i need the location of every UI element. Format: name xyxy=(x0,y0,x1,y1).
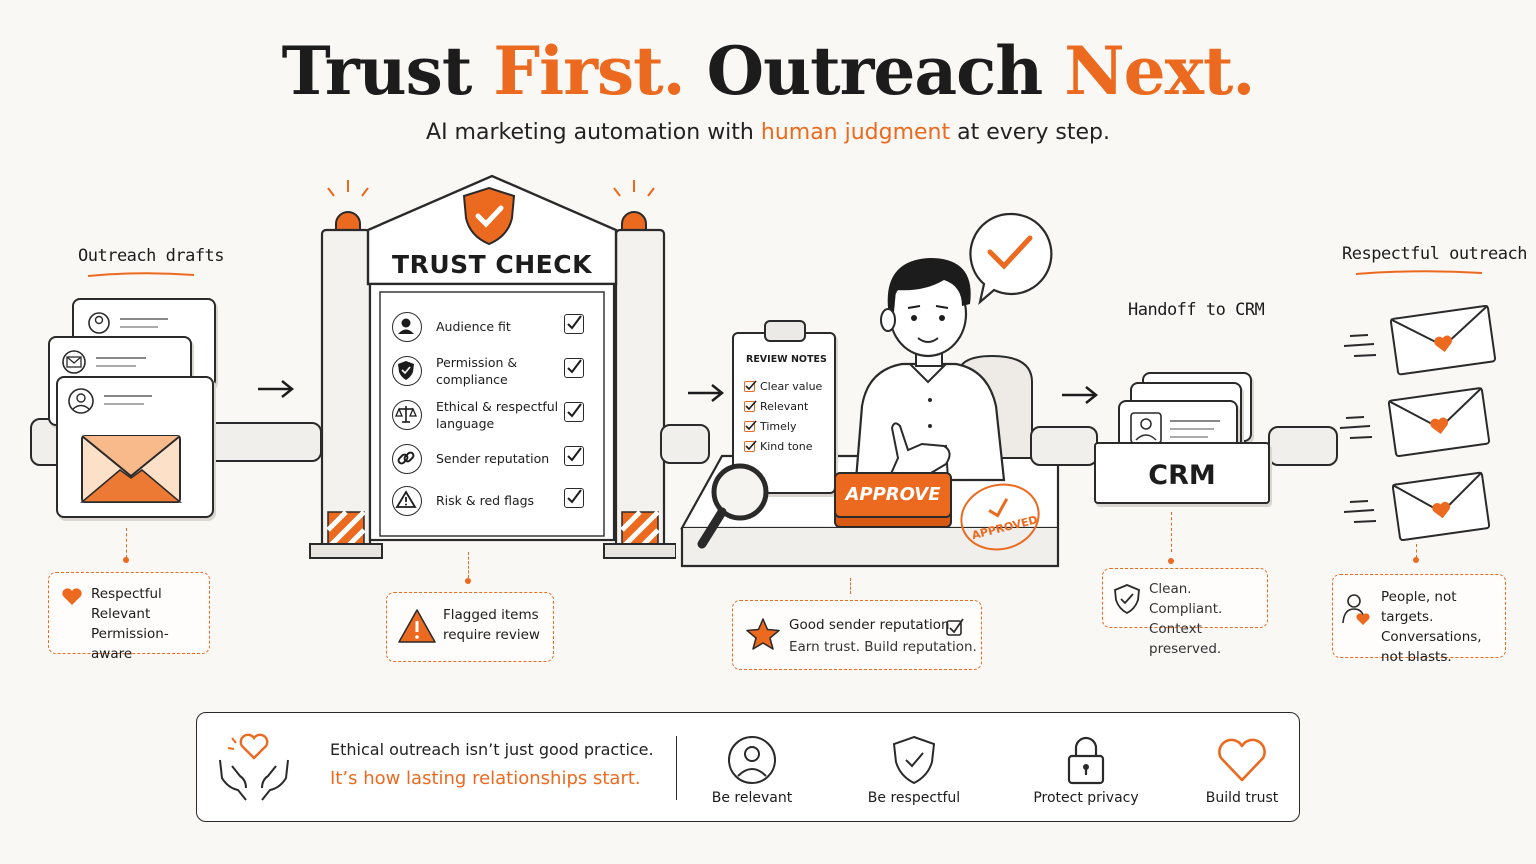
person-heart-icon xyxy=(1342,594,1370,625)
warning-icon xyxy=(398,609,436,643)
review-notes-title: REVIEW NOTES xyxy=(746,354,827,365)
drafts-note-line-1: Respectful xyxy=(91,586,162,602)
subtitle-post: at every step. xyxy=(957,120,1110,145)
outreach-label: Respectful outreach xyxy=(1342,244,1527,264)
check-bubble-icon xyxy=(969,212,1053,305)
reputation-note-title: Good sender reputation xyxy=(789,617,950,633)
drafts-label: Outreach drafts xyxy=(78,246,225,266)
outreach-note-line-2: Conversations, xyxy=(1381,629,1482,645)
shield-check-icon xyxy=(892,735,936,785)
title-word-first: First. xyxy=(493,32,685,110)
check-icon xyxy=(988,498,1009,518)
magnifier-icon xyxy=(697,463,769,549)
clipboard-clip xyxy=(764,320,806,342)
footer-line-2: It’s how lasting relationships start. xyxy=(330,768,641,789)
reviewer-person xyxy=(854,258,1006,482)
shield-check-icon xyxy=(462,186,516,246)
user-icon xyxy=(392,312,422,342)
footer-divider xyxy=(676,736,677,800)
reputation-note-sub: Earn trust. Build reputation. xyxy=(789,639,977,655)
crm-note-line-1: Clean. Compliant. xyxy=(1149,581,1223,617)
check-row-permission: Permission & compliance xyxy=(380,352,596,392)
person-icon xyxy=(728,736,776,784)
pipe-segment-1 xyxy=(200,422,322,462)
review-note-item: Clear value xyxy=(744,380,822,393)
footer-line-1: Ethical outreach isn’t just good practic… xyxy=(330,740,654,759)
page-title: Trust First. Outreach Next. xyxy=(0,32,1536,110)
outreach-note-line-3: not blasts. xyxy=(1381,649,1452,665)
drafts-note: Respectful Relevant Permission-aware xyxy=(48,572,210,662)
check-row-risk: Risk & red flags xyxy=(380,482,596,522)
warning-light-left xyxy=(327,180,369,231)
heart-icon xyxy=(62,588,82,605)
outreach-note: People, not targets. Conversations, not … xyxy=(1332,574,1506,665)
hands-heart-icon xyxy=(219,733,289,801)
outreach-underline xyxy=(1355,270,1483,275)
title-word-next: Next. xyxy=(1064,32,1255,110)
check-row-ethical: Ethical & respectful language xyxy=(380,396,596,436)
link-icon xyxy=(392,444,422,474)
subtitle-highlight: human judgment xyxy=(760,120,951,145)
page-subtitle: AI marketing automation with human judgm… xyxy=(0,120,1536,145)
subtitle-pre: AI marketing automation with xyxy=(426,120,754,145)
shield-check-icon xyxy=(1114,584,1140,615)
title-word-trust: Trust xyxy=(281,32,473,110)
draft-card-front xyxy=(56,376,214,518)
pipe-segment-2 xyxy=(660,424,710,464)
checkbox-icon xyxy=(564,488,584,508)
shield-icon xyxy=(392,356,422,386)
trust-check-title: TRUST CHECK xyxy=(392,250,592,279)
star-icon xyxy=(746,618,780,650)
envelope-heart-icon xyxy=(1343,304,1497,376)
drafts-note-line-2: Relevant xyxy=(91,606,151,622)
crm-box: CRM xyxy=(1094,442,1270,504)
review-note-item: Relevant xyxy=(744,400,808,413)
pipe-segment-4 xyxy=(1268,426,1338,466)
envelope-icon xyxy=(80,435,183,503)
checkbox-icon xyxy=(564,358,584,378)
check-row-reputation: Sender reputation xyxy=(380,440,596,480)
drafts-underline xyxy=(87,272,195,277)
lock-icon xyxy=(1067,736,1105,785)
footer-banner xyxy=(196,712,1300,822)
crm-label: Handoff to CRM xyxy=(1128,300,1265,320)
check-row-audience: Audience fit xyxy=(380,308,596,348)
title-word-outreach: Outreach xyxy=(706,32,1044,110)
warning-icon xyxy=(392,486,422,516)
review-note-item: Timely xyxy=(744,420,797,433)
crm-note-line-2: Context preserved. xyxy=(1149,621,1222,657)
crm-note: Clean. Compliant. Context preserved. xyxy=(1102,568,1268,657)
approve-button[interactable]: APPROVE xyxy=(834,472,952,518)
heart-icon xyxy=(1218,738,1266,782)
flagged-note: Flagged items require review xyxy=(386,592,554,662)
checkbox-icon xyxy=(564,446,584,466)
checkbox-icon xyxy=(564,402,584,422)
reputation-note: Good sender reputation Earn trust. Build… xyxy=(732,600,982,670)
approved-stamp: APPROVED xyxy=(953,475,1047,559)
pointing-hand xyxy=(888,422,951,477)
arrow-right-icon xyxy=(688,384,725,402)
scales-icon xyxy=(392,400,422,430)
arrow-right-icon xyxy=(1062,386,1099,404)
envelope-heart-icon xyxy=(1343,471,1491,542)
trust-check-list: Audience fit Permission & compliance Eth… xyxy=(380,306,604,546)
warning-light-right xyxy=(613,180,655,231)
checkbox-icon xyxy=(946,618,964,636)
review-notes-clipboard: REVIEW NOTES Clear value Relevant Timely… xyxy=(732,320,836,494)
pipe-segment-3 xyxy=(1030,426,1098,466)
envelope-heart-icon xyxy=(1339,387,1491,458)
drafts-note-line-3: Permission-aware xyxy=(91,626,169,662)
crm-box-label: CRM xyxy=(1148,460,1216,491)
review-note-item: Kind tone xyxy=(744,440,813,453)
outreach-note-line-1: People, not targets. xyxy=(1381,589,1457,625)
flagged-note-text: Flagged items require review xyxy=(443,607,540,643)
checkbox-icon xyxy=(564,314,584,334)
arrow-right-icon xyxy=(258,380,295,398)
